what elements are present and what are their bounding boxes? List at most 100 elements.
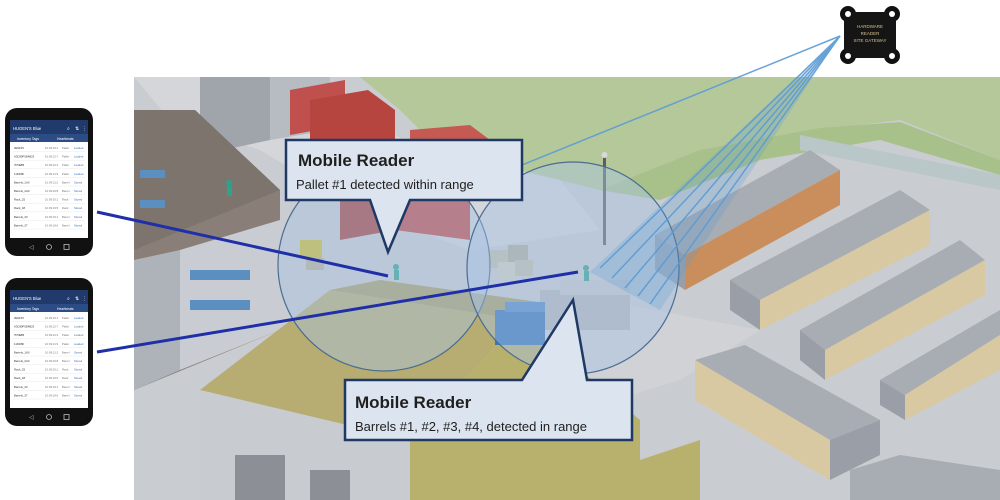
table-cell: 10:09:20:8 [45,189,59,193]
table-cell: Pallet [62,163,69,167]
table-cell: Stored [74,385,83,389]
phone-1-connector [96,210,389,278]
table-cell: Loaded [74,316,84,320]
table-cell: Pallet [62,172,69,176]
table-cell: 10:09:20:1 [45,368,59,372]
table-cell: Rack_48 [14,376,25,380]
tab-inventory[interactable]: Inventory Tags [17,307,39,311]
tab-inventory[interactable]: Inventory Tags [17,137,39,141]
table-cell: 10:09:19:1 [45,385,59,389]
gateway-label-line: HARDWARE [857,24,883,29]
barrels-grey [540,280,630,330]
app-title: HUGEN'S Blue [13,126,42,131]
callout-mobile-reader-2: Mobile Reader Barrels #1, #2, #3, #4, de… [343,296,634,442]
table-cell: Barrels_37 [14,393,28,397]
pallets-stack [488,245,533,280]
barrels-blue [495,302,545,345]
more-icon[interactable]: ⋮ [82,126,87,132]
phone-2-connector [96,270,579,354]
recent-apps-icon[interactable] [63,414,70,420]
table-cell: Barrel [62,385,70,389]
table-cell: Barrel [62,350,70,354]
back-nav-icon[interactable]: ◁ [29,245,34,251]
gateway-device: HARDWARE READER SITE GATEWAY [840,6,900,64]
table-cell: Rack [62,368,69,372]
app-header [10,290,88,304]
callout-1-title: Mobile Reader [298,151,415,170]
tab-heartbeats[interactable]: Heartbeats [57,307,74,311]
table-cell: 2E9F45 [14,146,24,150]
table-cell: Barrels_33 [14,215,28,219]
sort-icon[interactable]: ⇅ [75,126,79,132]
callout-mobile-reader-1: Mobile Reader Pallet #1 detected within … [284,138,524,256]
app-header [10,120,88,134]
table-cell: Stored [74,198,83,202]
search-icon[interactable]: ⌕ [67,296,70,302]
table-cell: 10:09:20:8 [45,359,59,363]
table-cell: Loaded [74,342,84,346]
table-cell: Rack_25 [14,198,25,202]
phone-mobile-reader-1: HUGEN'S Blue ⌕ ⇅⋮ Inventory Tags Heartbeats 2… [5,108,93,256]
table-cell: Stored [74,189,83,193]
table-cell: 10:09:22:7 [45,155,59,159]
table-cell: A3C89F0E4B23 [14,325,35,329]
table-cell: Rack_48 [14,206,25,210]
table-cell: Pallet [62,146,69,150]
table-cell: 10:09:22:7 [45,325,59,329]
table-cell: Loaded [74,325,84,329]
search-icon[interactable]: ⌕ [67,126,70,132]
table-cell: 10:09:22:4 [45,333,59,337]
more-icon[interactable]: ⋮ [82,296,87,302]
sort-icon[interactable]: ⇅ [75,296,79,302]
table-cell: Rack [62,198,69,202]
tab-heartbeats[interactable]: Heartbeats [57,137,74,141]
table-cell: 10:09:19:1 [45,215,59,219]
gateway-beam-fan [590,36,840,310]
table-cell: Rack_25 [14,368,25,372]
table-cell: 10:09:21:9 [45,172,59,176]
home-nav-icon[interactable] [46,244,52,250]
left-warehouse [134,110,280,390]
table-cell: Barrel [62,189,70,193]
table-cell: Stored [74,359,83,363]
home-nav-icon[interactable] [46,414,52,420]
tab-bar [10,134,88,142]
table-cell: 10:09:21:2 [45,180,59,184]
table-cell: 7F5E8B [14,333,24,337]
table-cell: Barrels_33 [14,385,28,389]
table-cell: Pallet [62,342,69,346]
recent-apps-icon[interactable] [63,244,70,250]
table-cell: Barrels_37 [14,223,28,227]
table-cell: 10:09:19:5 [45,376,59,380]
barracks-buildings [655,150,1000,500]
table-cell: 11DD8F [14,342,24,346]
back-nav-icon[interactable]: ◁ [29,415,34,421]
table-cell: Stored [74,215,83,219]
table-cell: Pallet [62,155,69,159]
table-cell: 10:09:21:2 [45,350,59,354]
table-cell: 10:09:20:1 [45,198,59,202]
table-cell: 10:09:18:6 [45,393,59,397]
